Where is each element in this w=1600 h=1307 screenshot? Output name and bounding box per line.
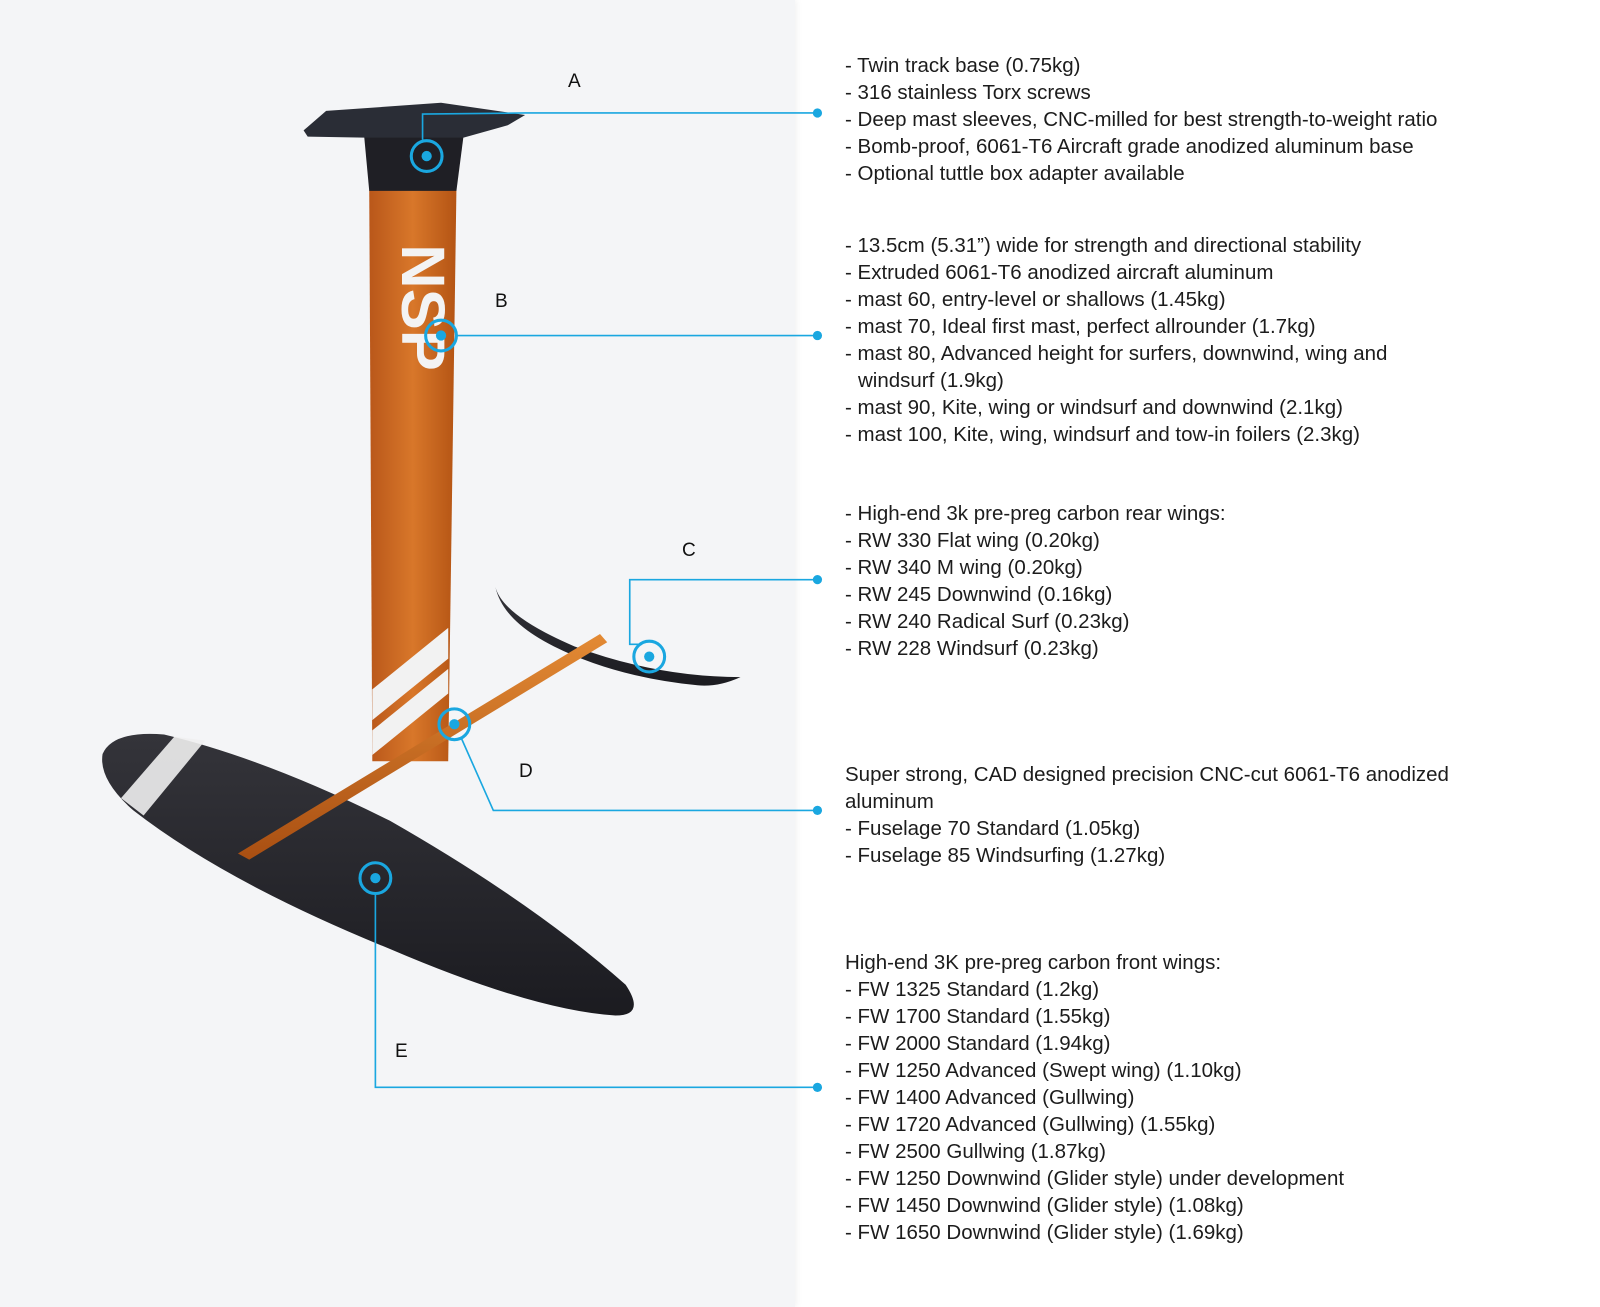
spec-line: - FW 2500 Gullwing (1.87kg): [845, 1140, 1106, 1163]
rear-wing: [495, 586, 741, 686]
hotspot-d[interactable]: [437, 707, 472, 742]
spec-block-base: - Twin track base (0.75kg) - 316 stainle…: [845, 52, 1437, 187]
spec-line: - FW 1650 Downwind (Glider style) (1.69k…: [845, 1221, 1244, 1244]
spec-line: - Bomb-proof, 6061-T6 Aircraft grade ano…: [845, 135, 1414, 158]
spec-line: - mast 70, Ideal first mast, perfect all…: [845, 315, 1316, 338]
spec-line: - FW 1250 Downwind (Glider style) under …: [845, 1167, 1345, 1190]
leader-end-dot: [812, 575, 823, 585]
spec-line: - RW 330 Flat wing (0.20kg): [845, 529, 1100, 552]
spec-line: - 316 stainless Torx screws: [845, 81, 1091, 104]
spec-block-front-wing: High-end 3K pre-preg carbon front wings:…: [845, 949, 1344, 1246]
spec-line: aluminum: [845, 790, 934, 813]
spec-line: - FW 1325 Standard (1.2kg): [845, 978, 1100, 1001]
spec-line: - RW 245 Downwind (0.16kg): [845, 583, 1113, 606]
leader-end-dot: [812, 330, 823, 341]
spec-line: Super strong, CAD designed precision CNC…: [845, 763, 1449, 786]
spec-line: - FW 1720 Advanced (Gullwing) (1.55kg): [845, 1113, 1216, 1136]
leader-end-dot: [812, 805, 823, 816]
spec-line: - mast 90, Kite, wing or windsurf and do…: [845, 396, 1343, 419]
spec-line: - Deep mast sleeves, CNC-milled for best…: [845, 108, 1438, 131]
spec-block-mast: - 13.5cm (5.31”) wide for strength and d…: [845, 232, 1387, 448]
spec-line: - FW 1700 Standard (1.55kg): [845, 1005, 1111, 1028]
hotspot-dot: [449, 719, 460, 730]
spec-line: windsurf (1.9kg): [858, 369, 1004, 392]
hotspot-c[interactable]: [632, 639, 667, 674]
spec-line: High-end 3K pre-preg carbon front wings:: [845, 951, 1222, 974]
callout-leaders: [374, 112, 818, 1089]
hotspot-dot: [421, 150, 432, 162]
callout-label-b: B: [495, 291, 508, 312]
front-wing: [102, 733, 634, 1016]
callout-label-c: C: [682, 540, 696, 561]
spec-line: - RW 340 M wing (0.20kg): [845, 556, 1083, 579]
spec-line: - FW 1450 Downwind (Glider style) (1.08k…: [845, 1194, 1244, 1217]
spec-line: - FW 2000 Standard (1.94kg): [845, 1032, 1111, 1055]
spec-line: - RW 228 Windsurf (0.23kg): [845, 637, 1099, 660]
spec-line: - RW 240 Radical Surf (0.23kg): [845, 610, 1130, 633]
hotspot-dot: [435, 330, 447, 341]
spec-block-fuselage: Super strong, CAD designed precision CNC…: [845, 761, 1449, 869]
hotspot-a[interactable]: [409, 139, 444, 173]
hotspot-e[interactable]: [358, 861, 393, 896]
leader-end-dot: [812, 108, 823, 118]
mast: NSP: [369, 189, 457, 762]
fuselage: [237, 634, 608, 860]
spec-line: - Fuselage 85 Windsurfing (1.27kg): [845, 844, 1166, 867]
leader-end-dot: [812, 1082, 823, 1092]
hotspot-dot: [644, 651, 655, 662]
spec-line: - mast 60, entry-level or shallows (1.45…: [845, 288, 1226, 311]
spec-line: - FW 1250 Advanced (Swept wing) (1.10kg): [845, 1059, 1242, 1082]
spec-line: - mast 100, Kite, wing, windsurf and tow…: [845, 423, 1360, 446]
spec-line: - mast 80, Advanced height for surfers, …: [845, 342, 1388, 365]
spec-line: - Fuselage 70 Standard (1.05kg): [845, 817, 1141, 840]
spec-line: - FW 1400 Advanced (Gullwing): [845, 1086, 1135, 1109]
nsp-logo: NSP: [388, 244, 457, 371]
spec-block-rear-wing: - High-end 3k pre-preg carbon rear wings…: [845, 500, 1226, 662]
hotspot-dot: [370, 872, 381, 884]
spec-line: - Twin track base (0.75kg): [845, 54, 1081, 77]
spec-line: - 13.5cm (5.31”) wide for strength and d…: [845, 234, 1362, 257]
spec-line: - Optional tuttle box adapter available: [845, 162, 1185, 185]
spec-line: - Extruded 6061-T6 anodized aircraft alu…: [845, 261, 1274, 284]
callout-label-d: D: [519, 761, 533, 782]
callout-label-e: E: [395, 1041, 408, 1062]
callout-label-a: A: [568, 71, 581, 92]
spec-line: - High-end 3k pre-preg carbon rear wings…: [845, 502, 1226, 525]
hotspot-b[interactable]: [424, 318, 458, 353]
